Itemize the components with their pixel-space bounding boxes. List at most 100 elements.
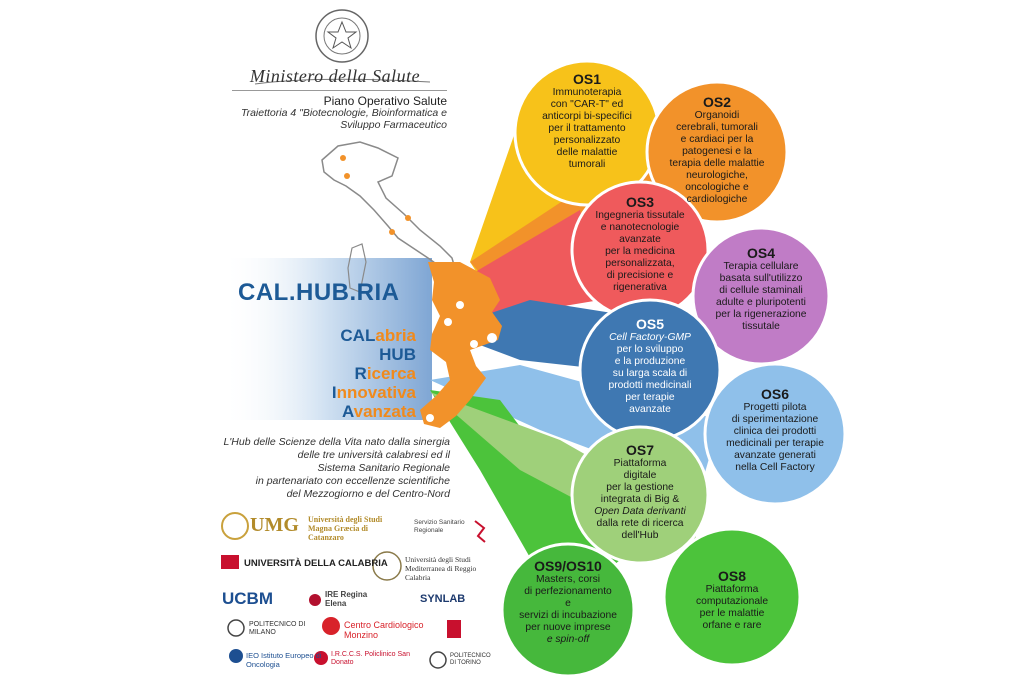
objective-line: basata sull'utilizzo [719,273,803,284]
brand-line: Avanzata [341,402,416,421]
objective-line: e nanotecnologie [600,222,680,233]
brand-line: Innovativa [331,383,416,402]
objective-circles [500,59,847,678]
wedge-os3 [470,210,600,320]
header-rule [232,90,447,91]
objective-line: nella Cell Factory [735,462,815,473]
objective-line: tissutale [742,321,780,332]
objective-line: Ingegneria tissutale [595,210,685,221]
objective-line: con "CAR-T" ed [550,99,624,110]
objective-title: OS7 [625,442,654,458]
synlab-logo-text: SYNLAB [420,593,466,605]
description-line: Sistema Sanitario Regionale [317,462,451,474]
unirc-logo-text: Università degli Studi Mediterranea di R… [405,555,477,582]
map-dot [487,333,497,343]
objective-line: dalla rete di ricerca [596,518,684,529]
objective-title: OS2 [702,94,731,110]
objective-line: avanzate generati [734,450,816,461]
map-dot [389,229,395,235]
polimi-seal-icon [227,619,245,637]
ministry-name: Ministero della Salute [249,66,421,86]
circle-os8 [662,527,802,667]
objective-line: Progetti pilota [743,402,807,413]
plan-subtitle: Traiettoria 4 "Biotecnologie, Bioinforma… [232,107,447,131]
ieo-mark-icon [229,649,243,663]
objective-line: oncologiche e [685,182,749,193]
objective-line: servizi di incubazione [519,610,617,621]
sandonato-mark-icon [314,651,328,665]
objective-title: OS6 [760,386,789,402]
ucbm-logo-text: UCBM [222,589,273,608]
brand-title: CAL.HUB.RIA [238,279,400,306]
italy-emblem [315,9,369,63]
objective-line: di precisione e [606,270,674,281]
objective-line: prodotti medicinali [608,380,692,391]
ire-logo-text: IRE Regina Elena [325,590,368,608]
brand-line: Ricerca [354,364,416,383]
map-dot [444,318,452,326]
umg-logo: UMG [250,514,299,536]
monzino-logo-text: Centro Cardiologico Monzino [344,620,424,640]
objective-line: per nuove imprese [525,622,611,633]
objective-line: di cellule staminali [719,285,803,296]
objective-line: Open Data derivanti [594,506,686,517]
plan-subtitle-line: Traiettoria 4 "Biotecnologie, Bioinforma… [240,107,447,119]
description-line: in partenariato con eccellenze scientifi… [255,475,450,487]
objective-title: OS4 [746,245,775,261]
objective-line: cerebrali, tumorali [676,122,758,133]
objective-line: terapia delle malattie [669,158,765,169]
objective-line: Masters, corsi [535,574,601,585]
objective-line: per terapie [625,392,675,403]
objective-line: medicinali per terapie [726,438,824,449]
objective-line: e cardiaci per la [680,134,754,145]
description-line: L'Hub delle Scienze della Vita nato dall… [223,436,450,448]
map-dot [456,301,464,309]
circle-os6 [703,362,847,506]
ieo-logo-text: IEO Istituto Europeo di Oncologia [246,651,322,669]
objective-title: OS3 [625,194,654,210]
objective-line: per il trattamento [548,123,626,134]
objective-line: su larga scala di [612,368,688,379]
objective-line: clinica dei prodotti [733,426,817,437]
objective-line: tumorali [568,159,606,170]
umg-seal-icon [221,512,249,540]
sandonato-logo-text: I.R.C.C.S. Policlinico San Donato [331,651,410,666]
map-dot [344,173,350,179]
objective-line: per la rigenerazione [715,309,807,320]
objective-line: orfane e rare [702,620,762,631]
objective-line: avanzate [619,234,661,245]
objective-line: Immunoterapia [552,87,622,98]
objective-line: dell'Hub [621,530,659,541]
objective-line: personalizzato [553,135,621,146]
hub-description: L'Hub delle Scienze della Vita nato dall… [222,436,450,501]
partner-logo-marks [221,512,486,669]
objective-line: Organoidi [694,110,740,121]
ssr-logo-text: Servizio Sanitario Regionale [414,519,465,534]
plan-subtitle-line: Sviluppo Farmaceutico [340,119,447,131]
objective-title: OS5 [635,316,664,332]
objective-line: per lo sviluppo [616,344,684,355]
objective-line: Piattaforma [705,584,759,595]
objective-line: per le malattie [699,608,765,619]
circle-os9 [500,542,636,678]
ssr-calabria-icon [474,520,486,543]
objective-line: avanzate [629,404,671,415]
map-dot [340,155,346,161]
plan-title: Piano Operativo Salute [323,94,447,108]
objective-line: cardiologiche [686,194,748,205]
objective-line: per la medicina [605,246,675,257]
umg-logo-text: Università degli Studi Magna Græcia di C… [308,515,383,542]
objective-line: digitale [623,470,657,481]
objective-line: computazionale [695,596,769,607]
brand-acronym: CALabria HUB Ricerca Innovativa Avanzata [296,326,416,421]
description-line: delle tre università calabresi ed il [297,449,450,461]
polito-logo-text: POLITECNICO DI TORINO [450,653,491,666]
objective-title: OS1 [572,71,601,87]
brand-band [222,258,432,420]
objective-line: per la gestione [606,482,674,493]
